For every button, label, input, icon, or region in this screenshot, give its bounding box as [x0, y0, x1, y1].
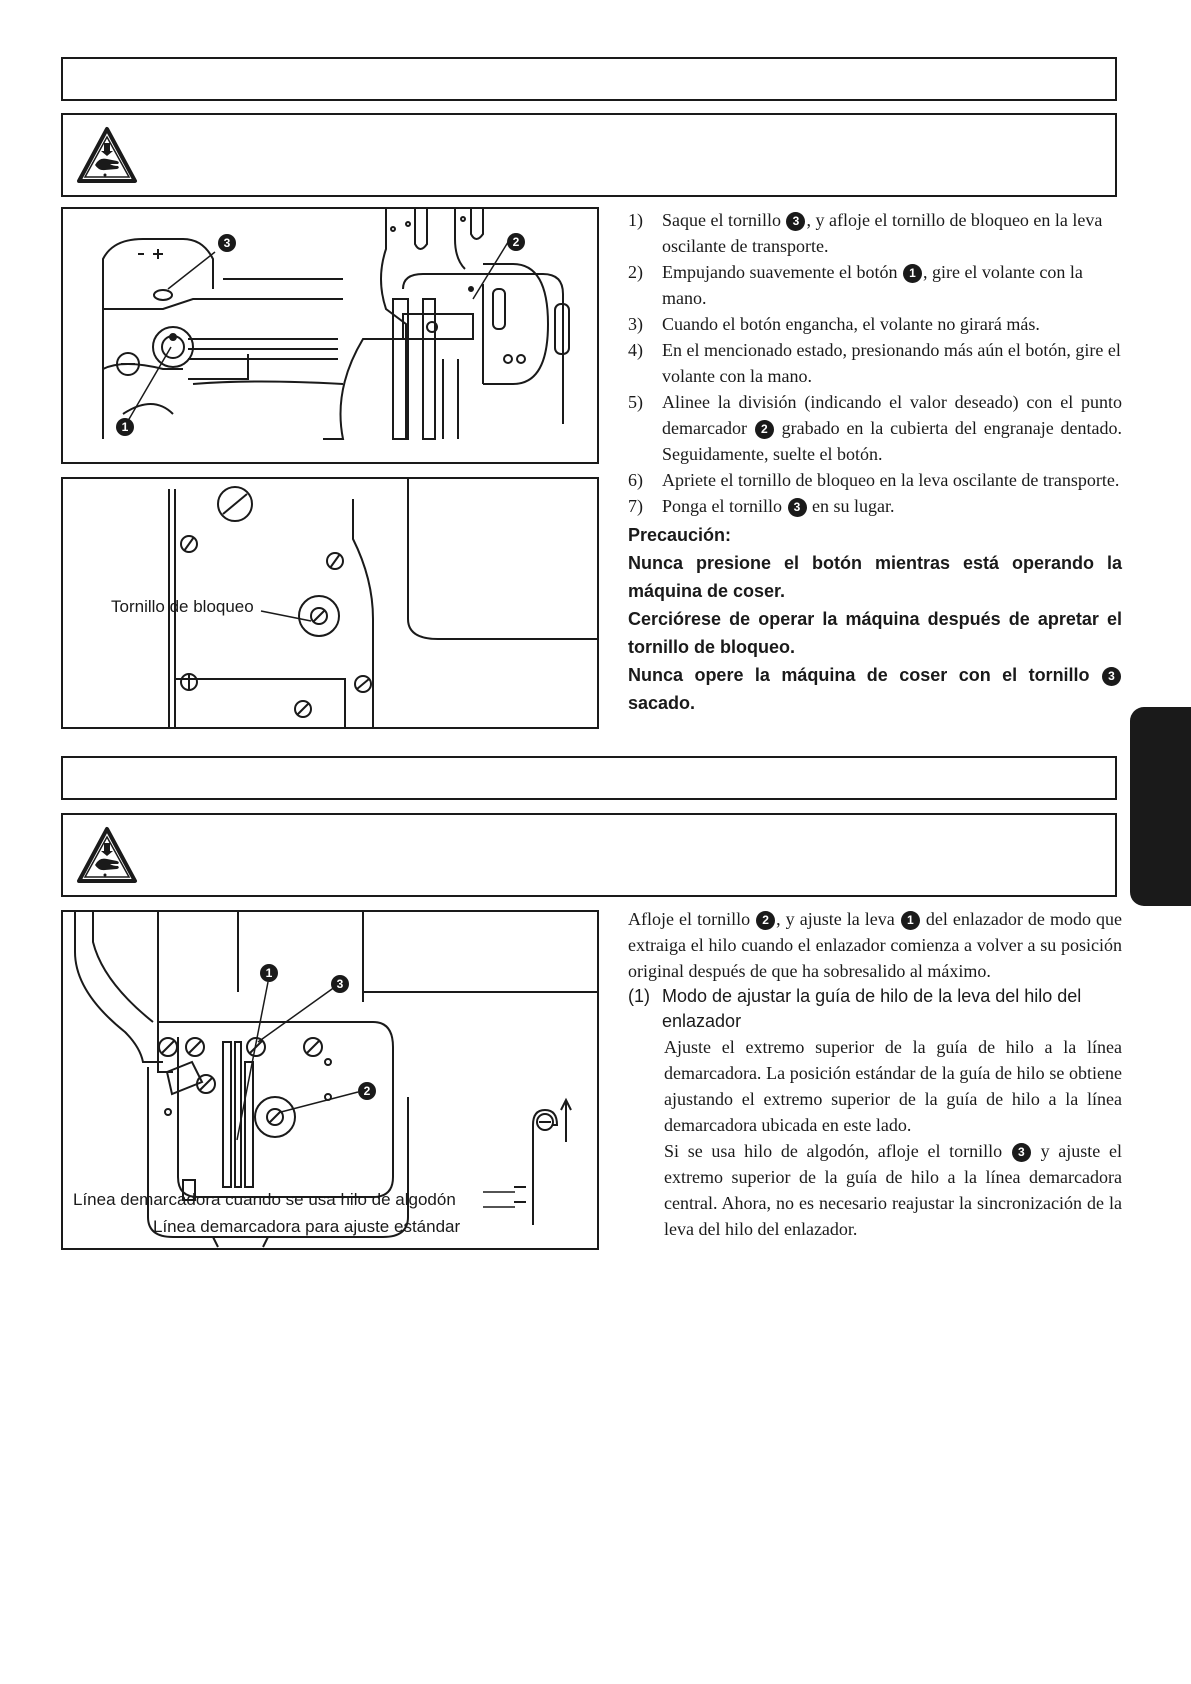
badge-1: 1: [900, 911, 920, 930]
figure-looper-thread-cam: 1 3 2 Línea demarcadora cuando se usa hi…: [61, 910, 599, 1250]
badge-3: 3: [1102, 667, 1121, 686]
step-4: 4) En el mencionado estado, presionando …: [628, 340, 1121, 386]
callout-badge-1: 1: [116, 418, 134, 436]
procedure-steps: 1) Saque el tornillo 3, y afloje el torn…: [628, 207, 1122, 519]
subsection-heading: (1) Modo de ajustar la guía de hilo de l…: [628, 986, 1082, 1031]
label-cotton-line: Línea demarcadora cuando se usa hilo de …: [73, 1190, 456, 1209]
badge-3: 3: [787, 498, 807, 517]
subsection-paragraph-1: Ajuste el extremo superior de la guía de…: [664, 1037, 1122, 1135]
badge-3: 3: [1011, 1143, 1031, 1162]
section1-title-box: [61, 57, 1117, 101]
caution-title: Precaución:: [628, 525, 732, 545]
step-2: 2) Empujando suavemente el botón 1, gire…: [628, 262, 1083, 308]
hand-crush-warning-icon: [77, 827, 137, 883]
section-side-tab: [1130, 707, 1191, 906]
badge-1: 1: [902, 264, 922, 283]
step-3: 3) Cuando el botón engancha, el volante …: [628, 314, 1040, 334]
step-6: 6) Apriete el tornillo de bloqueo en la …: [628, 470, 1120, 490]
badge-3: 3: [786, 212, 806, 231]
caution-3: Nunca opere la máquina de coser con el t…: [628, 661, 1122, 717]
callout-badge-2: 2: [358, 1082, 376, 1100]
caution-2: Cerciórese de operar la máquina después …: [628, 609, 1122, 657]
callout-badge-3: 3: [331, 975, 349, 993]
step-1: 1) Saque el tornillo 3, y afloje el torn…: [628, 210, 1103, 256]
section1-text: 1) Saque el tornillo 3, y afloje el torn…: [628, 207, 1122, 717]
badge-2: 2: [754, 420, 774, 439]
callout-badge-2: 2: [507, 233, 525, 251]
label-locking-screw: Tornillo de bloqueo: [111, 597, 254, 616]
section2-warning-box: [61, 813, 1117, 897]
figure-locking-screw: Tornillo de bloqueo: [61, 477, 599, 729]
callout-badge-3: 3: [218, 234, 236, 252]
section1-warning-box: [61, 113, 1117, 197]
figure-feed-dial: 3 1 2: [61, 207, 599, 464]
intro-paragraph: Afloje el tornillo 2, y ajuste la leva 1…: [628, 909, 1122, 981]
badge-2: 2: [756, 911, 776, 930]
label-standard-line: Línea demarcadora para ajuste estándar: [153, 1217, 461, 1236]
section2-title-box: [61, 756, 1117, 800]
step-5: 5) Alinee la división (indicando el valo…: [628, 392, 1122, 464]
hand-crush-warning-icon: [77, 127, 137, 183]
caution-block: Precaución: Nunca presione el botón mien…: [628, 521, 1122, 717]
subsection-paragraph-2: Si se usa hilo de algodón, afloje el tor…: [664, 1141, 1122, 1239]
caution-1: Nunca presione el botón mientras está op…: [628, 553, 1122, 601]
section2-text: Afloje el tornillo 2, y ajuste la leva 1…: [628, 906, 1122, 1242]
callout-badge-1: 1: [260, 964, 278, 982]
step-7: 7) Ponga el tornillo 3 en su lugar.: [628, 496, 895, 517]
